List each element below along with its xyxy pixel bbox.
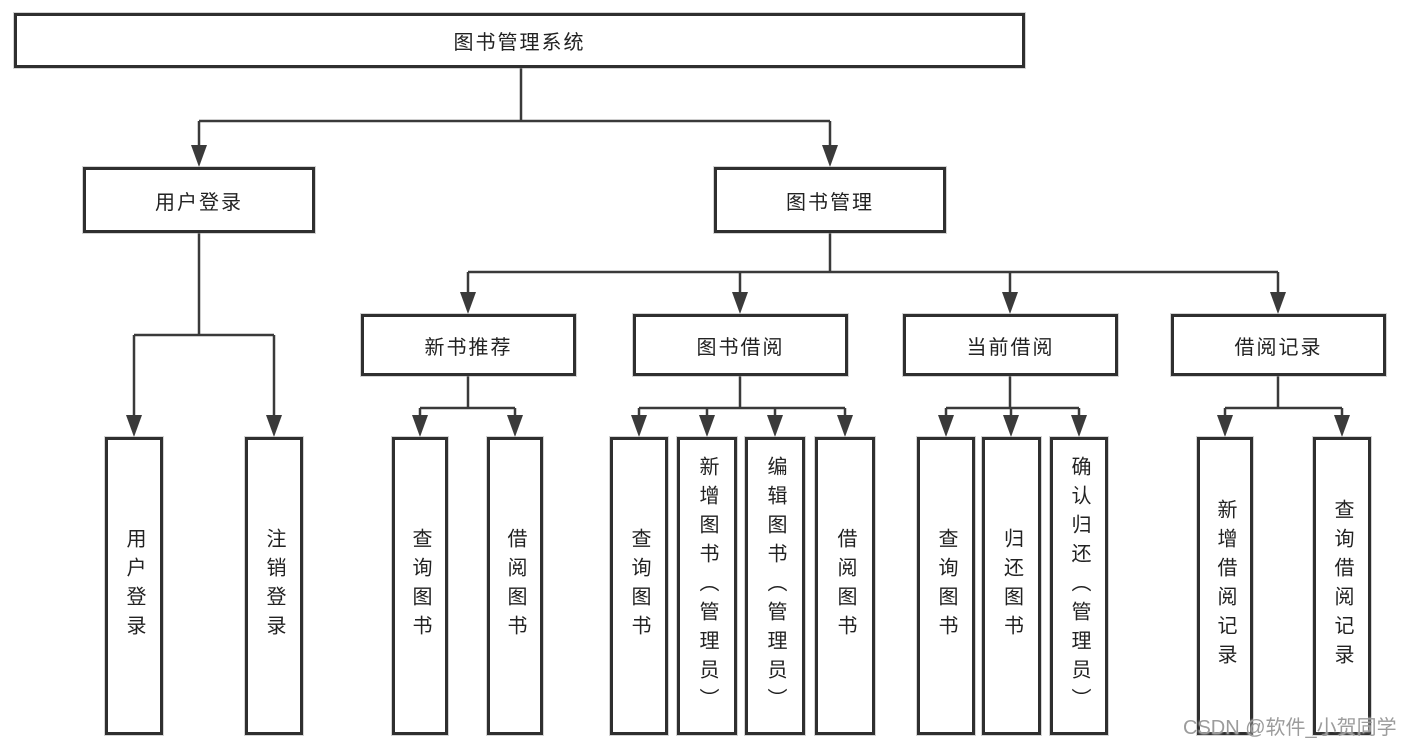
arrow-down-icon	[732, 292, 748, 314]
leaf-query-books-borrowing: 查询图书	[610, 437, 668, 735]
arrow-down-icon	[460, 292, 476, 314]
arrow-down-icon	[767, 415, 783, 437]
leaf-label: 注销登录	[263, 528, 285, 644]
leaf-query-books-current: 查询图书	[917, 437, 975, 735]
arrow-down-icon	[1002, 292, 1018, 314]
node-current-borrowing: 当前借阅	[903, 314, 1118, 376]
leaf-label: 查询图书	[409, 528, 431, 644]
leaf-label: 用户登录	[123, 528, 145, 644]
leaf-add-books-admin: 新增图书（管理员）	[677, 437, 737, 735]
leaf-borrow-books-recommend: 借阅图书	[487, 437, 543, 735]
leaf-label: 借阅图书	[834, 528, 856, 644]
leaf-edit-books-admin: 编辑图书（管理员）	[745, 437, 805, 735]
leaf-query-borrow-record: 查询借阅记录	[1313, 437, 1371, 735]
node-book-borrowing: 图书借阅	[633, 314, 848, 376]
leaf-confirm-return-admin: 确认归还（管理员）	[1050, 437, 1108, 735]
leaf-query-books-recommend: 查询图书	[392, 437, 448, 735]
leaf-add-borrow-record: 新增借阅记录	[1197, 437, 1253, 735]
arrow-down-icon	[507, 415, 523, 437]
arrow-down-icon	[191, 145, 207, 167]
arrow-down-icon	[1003, 415, 1019, 437]
leaf-logout: 注销登录	[245, 437, 303, 735]
node-root: 图书管理系统	[14, 13, 1025, 68]
leaf-label: 借阅图书	[504, 528, 526, 644]
leaf-label: 归还图书	[1000, 528, 1023, 644]
arrow-down-icon	[1071, 415, 1087, 437]
arrow-down-icon	[938, 415, 954, 437]
leaf-return-books: 归还图书	[982, 437, 1041, 735]
leaf-label: 新增借阅记录	[1214, 499, 1236, 673]
node-book-borrowing-label: 图书借阅	[696, 336, 785, 359]
arrow-down-icon	[837, 415, 853, 437]
arrow-down-icon	[1334, 415, 1350, 437]
arrow-down-icon	[1270, 292, 1286, 314]
leaf-label: 编辑图书（管理员）	[764, 455, 786, 717]
arrow-down-icon	[412, 415, 428, 437]
arrowheads	[126, 145, 1350, 437]
node-user-login-label: 用户登录	[155, 191, 243, 214]
leaf-label: 确认归还（管理员）	[1068, 455, 1090, 717]
node-root-label: 图书管理系统	[453, 32, 586, 54]
leaf-borrow-books: 借阅图书	[815, 437, 875, 735]
arrow-down-icon	[699, 415, 715, 437]
arrow-down-icon	[822, 145, 838, 167]
leaf-label: 查询图书	[935, 528, 957, 644]
arrow-down-icon	[631, 415, 647, 437]
leaf-user-login: 用户登录	[105, 437, 163, 735]
leaf-label: 新增图书（管理员）	[696, 455, 718, 717]
node-borrowing-records: 借阅记录	[1171, 314, 1386, 376]
node-book-management-label: 图书管理	[786, 191, 874, 214]
node-current-borrowing-label: 当前借阅	[966, 336, 1055, 359]
leaf-label: 查询图书	[628, 528, 650, 644]
arrow-down-icon	[126, 415, 142, 437]
node-borrowing-records-label: 借阅记录	[1234, 336, 1323, 359]
arrow-down-icon	[266, 415, 282, 437]
leaf-label: 查询借阅记录	[1331, 499, 1353, 673]
node-book-management: 图书管理	[714, 167, 946, 233]
node-new-book-recommend: 新书推荐	[361, 314, 576, 376]
node-new-book-recommend-label: 新书推荐	[424, 336, 513, 359]
node-user-login: 用户登录	[83, 167, 315, 233]
arrow-down-icon	[1217, 415, 1233, 437]
csdn-watermark: CSDN @软件_小贺同学	[1183, 717, 1397, 739]
